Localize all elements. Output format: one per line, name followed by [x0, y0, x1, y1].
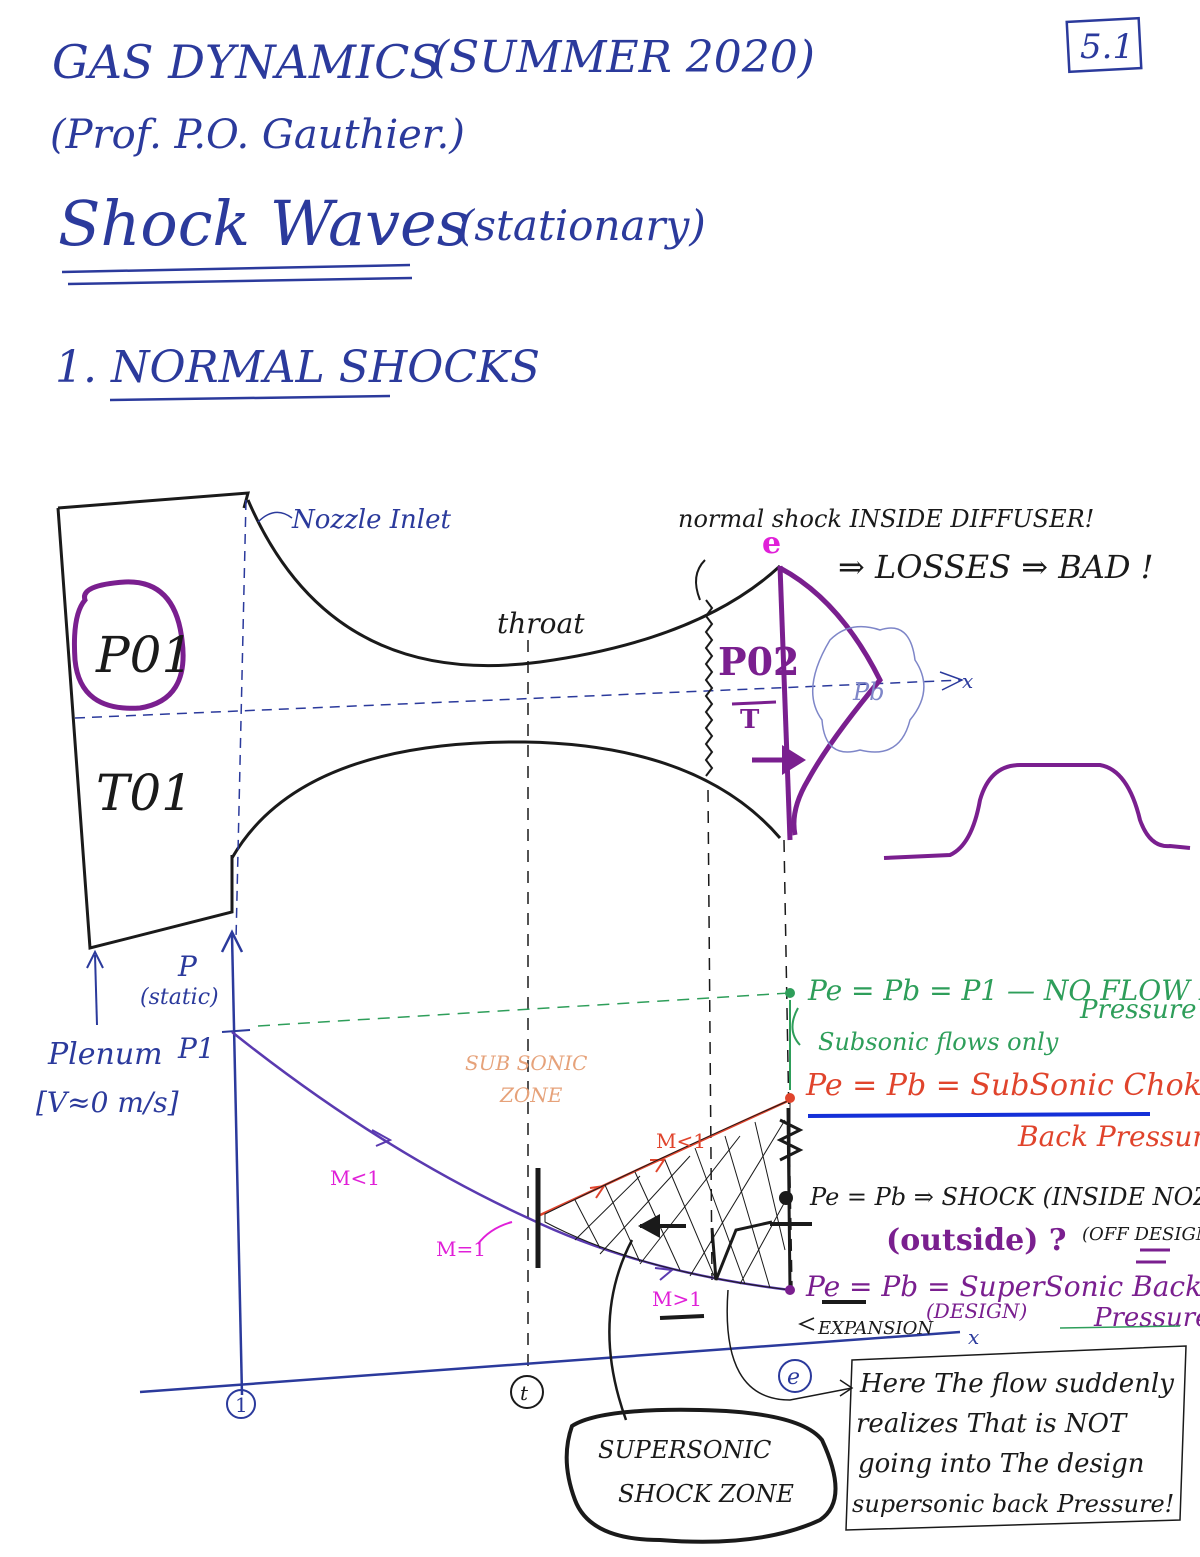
mach-greater-than-1: M>1: [652, 1287, 702, 1311]
station-throat-circle: [510, 1375, 544, 1409]
shock-point-marker: [779, 1191, 793, 1205]
plenum-velocity-label: [V≈0 m/s]: [36, 1086, 179, 1119]
shock-zone-line2: SHOCK ZONE: [618, 1480, 794, 1508]
diffuser-shock-wave: [704, 599, 714, 777]
subsonic-zone-line1: SUB SONIC: [465, 1051, 587, 1075]
subsection-title: 1. NORMAL SHOCKS: [55, 342, 540, 393]
nozzle-x-axis-label: x: [962, 669, 973, 693]
shock-zone-line1: SUPERSONIC: [598, 1436, 771, 1464]
subsonic-zone-line2: ZONE: [499, 1083, 563, 1107]
title-underline-2: [67, 276, 413, 286]
x-axis: [139, 1330, 961, 1394]
term-label: (SUMMER 2020): [432, 32, 815, 83]
expansion-label: EXPANSION: [817, 1318, 934, 1339]
off-design-note: (OFF DESIGN: [1082, 1224, 1200, 1245]
diffuser-note-line1: normal shock INSIDE DIFFUSER!: [678, 505, 1094, 533]
static-label: (static): [140, 985, 219, 1010]
back-pressure-cases: Pe = Pb = P1 — NO FLOW Back Pressure Sub…: [785, 974, 1200, 1333]
mach-less-than-1-left: M<1: [330, 1166, 380, 1190]
choked-case-line1: Pe = Pb = SubSonic Choked: [805, 1068, 1200, 1103]
plenum-label: Plenum: [47, 1037, 163, 1072]
course-title: GAS DYNAMICS: [52, 35, 441, 89]
p1-level-line: [257, 992, 791, 1027]
page-number-box: 5.1: [1065, 16, 1143, 74]
pulse-sketch: [883, 763, 1191, 860]
shock-zone-bubble: SUPERSONIC SHOCK ZONE: [564, 1239, 838, 1544]
section-title: Shock Waves: [58, 187, 469, 260]
t01-label: T01: [96, 764, 193, 822]
nozzle-inlet-label: Nozzle Inlet: [291, 505, 451, 535]
throat-label: throat: [497, 607, 585, 640]
pressure-plot: P (static) Plenum [V≈0 m/s] P1 SUB SONIC…: [36, 929, 979, 1419]
choked-blue-underline: [807, 1112, 1151, 1118]
station-throat-label: t: [520, 1381, 529, 1405]
flow-note-line4: supersonic back Pressure!: [852, 1490, 1174, 1518]
outside-note: (outside) ?: [886, 1223, 1066, 1258]
no-flow-case-line2: Pressure: [1079, 995, 1197, 1025]
no-flow-case-line1: Pe = Pb = P1 — NO FLOW Back: [807, 974, 1200, 1007]
page-number: 5.1: [1080, 27, 1134, 67]
professor-name: (Prof. P.O. Gauthier.): [50, 112, 465, 158]
flow-note-line3: going into The design: [858, 1449, 1145, 1479]
t-partial-label: T: [740, 705, 760, 735]
design-note: (DESIGN): [926, 1299, 1027, 1323]
mach-equals-1: M=1: [436, 1237, 486, 1261]
exit-e-marker: e: [762, 526, 781, 561]
plot-x-axis-label: x: [968, 1325, 979, 1349]
station-1-label: 1: [235, 1393, 248, 1417]
p02-label: P02: [718, 639, 799, 684]
subsection-underline: [109, 394, 391, 402]
mach-less-than-1-right: M<1: [656, 1129, 706, 1153]
nozzle-diagram: x Nozzle Inlet throat: [56, 491, 973, 1370]
title-underline-1: [61, 263, 411, 274]
pb-label: Pb: [852, 678, 885, 706]
shock-case-line: Pe = Pb ⇒ SHOCK (INSIDE NOZZLE: [809, 1183, 1200, 1211]
supersonic-case-line1: Pe = Pb = SuperSonic Back: [805, 1270, 1200, 1303]
choked-case-line2: Back Pressure: [1017, 1120, 1200, 1153]
section-qualifier: (stationary): [458, 201, 706, 250]
station-exit-circle: [778, 1359, 812, 1393]
p01-label: P01: [95, 626, 193, 684]
flow-note-line1: Here The flow suddenly: [859, 1369, 1174, 1399]
subsonic-only-note: Subsonic flows only: [818, 1028, 1059, 1056]
p1-label: P1: [177, 1032, 215, 1065]
diffuser-note-line2: ⇒ LOSSES ⇒ BAD !: [838, 548, 1154, 586]
station-exit-label: e: [787, 1365, 800, 1390]
p01-circle: P01: [72, 579, 193, 711]
supersonic-case-line2: Pressure: [1093, 1303, 1200, 1333]
flow-note-line2: realizes That is NOT: [856, 1409, 1128, 1439]
p-axis-label: P: [177, 950, 198, 983]
station-1-circle: [226, 1389, 256, 1419]
exit-velocity-profile: P02 T: [718, 565, 883, 841]
pb-cloud: Pb: [811, 625, 925, 753]
flow-note: Here The flow suddenly realizes That is …: [726, 1289, 1187, 1531]
p-axis: [230, 934, 244, 1396]
